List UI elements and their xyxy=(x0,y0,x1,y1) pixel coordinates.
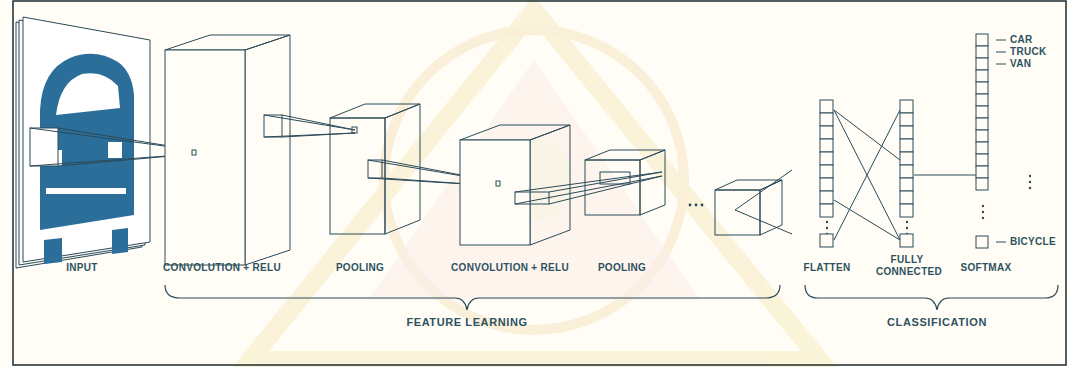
neuron-cell xyxy=(976,46,988,58)
neuron-cell xyxy=(976,154,988,166)
panel-label: FULLY CONNECTED xyxy=(876,254,938,277)
neuron-cell xyxy=(976,142,988,154)
class-label: CAR xyxy=(1010,34,1033,46)
input-image xyxy=(16,17,150,268)
class-label: VAN xyxy=(1010,58,1031,70)
class-label: TRUCK xyxy=(1010,46,1047,58)
neuron-cell xyxy=(820,139,833,152)
panel-label: FLATTEN xyxy=(804,262,851,274)
neuron-cell xyxy=(976,236,988,248)
neuron-cell xyxy=(900,234,913,247)
class-label: BICYCLE xyxy=(1010,236,1056,248)
neuron-cell xyxy=(976,58,988,70)
neuron-cell xyxy=(900,204,913,217)
panel-label: SOFTMAX xyxy=(961,262,1012,274)
neuron-cell xyxy=(976,166,988,178)
neuron-cell xyxy=(820,178,833,191)
neuron-cell xyxy=(976,130,988,142)
neuron-cell xyxy=(976,106,988,118)
neuron-cell xyxy=(820,100,833,113)
group-label: CLASSIFICATION xyxy=(887,316,987,329)
panel-label: POOLING xyxy=(336,262,384,274)
neuron-cell xyxy=(820,165,833,178)
neuron-cell xyxy=(820,234,833,247)
neuron-cell xyxy=(976,178,988,190)
neuron-cell xyxy=(900,113,913,126)
frame xyxy=(13,1,1066,365)
panel-label: POOLING xyxy=(598,262,646,274)
neuron-cell xyxy=(900,178,913,191)
neuron-cell xyxy=(900,191,913,204)
neuron-cell xyxy=(900,126,913,139)
group-label: FEATURE LEARNING xyxy=(406,316,527,329)
neuron-cell xyxy=(976,70,988,82)
neuron-cell xyxy=(820,113,833,126)
ellipsis-dots xyxy=(689,175,1032,235)
neuron-cell xyxy=(820,126,833,139)
neuron-columns xyxy=(820,34,1006,248)
panel-label: CONVOLUTION + RELU xyxy=(451,262,569,274)
panel-label: INPUT xyxy=(66,262,98,274)
neuron-cell xyxy=(976,94,988,106)
neuron-cell xyxy=(900,165,913,178)
panel-label: CONVOLUTION + RELU xyxy=(163,262,281,274)
feature-maps xyxy=(30,35,792,265)
neuron-cell xyxy=(976,118,988,130)
neuron-cell xyxy=(976,82,988,94)
neuron-cell xyxy=(900,139,913,152)
receptive-field xyxy=(30,128,58,166)
braces xyxy=(165,285,1058,310)
neuron-cell xyxy=(820,191,833,204)
neuron-cell xyxy=(976,34,988,46)
neuron-cell xyxy=(900,100,913,113)
neuron-cell xyxy=(820,204,833,217)
neuron-cell xyxy=(820,152,833,165)
watermark xyxy=(250,10,820,360)
neuron-cell xyxy=(900,152,913,165)
